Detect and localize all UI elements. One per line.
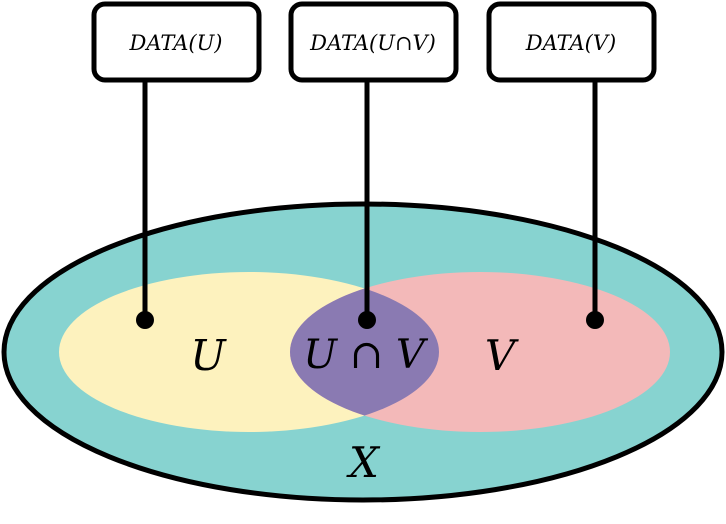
data-box-intersection: DATA(U∩V): [288, 1, 459, 83]
data-box-v-frame: [486, 1, 657, 83]
set-u-label: U: [190, 331, 227, 380]
connector-dot-v: [586, 311, 604, 329]
connector-dot-intersection: [358, 311, 376, 329]
intersection-region: [290, 272, 439, 432]
data-box-intersection-label: DATA(U∩V): [309, 31, 436, 55]
data-box-u: DATA(U): [91, 1, 262, 83]
data-box-u-label: DATA(U): [129, 31, 223, 55]
data-box-v-label: DATA(V): [525, 31, 616, 55]
connector-dot-u: [136, 311, 154, 329]
universe-x-label: X: [346, 438, 381, 487]
intersection-label: U ∩ V: [303, 332, 429, 378]
data-box-u-frame: [91, 1, 262, 83]
data-box-intersection-frame: [288, 1, 459, 83]
set-v-label: V: [485, 331, 519, 380]
data-box-v: DATA(V): [486, 1, 657, 83]
